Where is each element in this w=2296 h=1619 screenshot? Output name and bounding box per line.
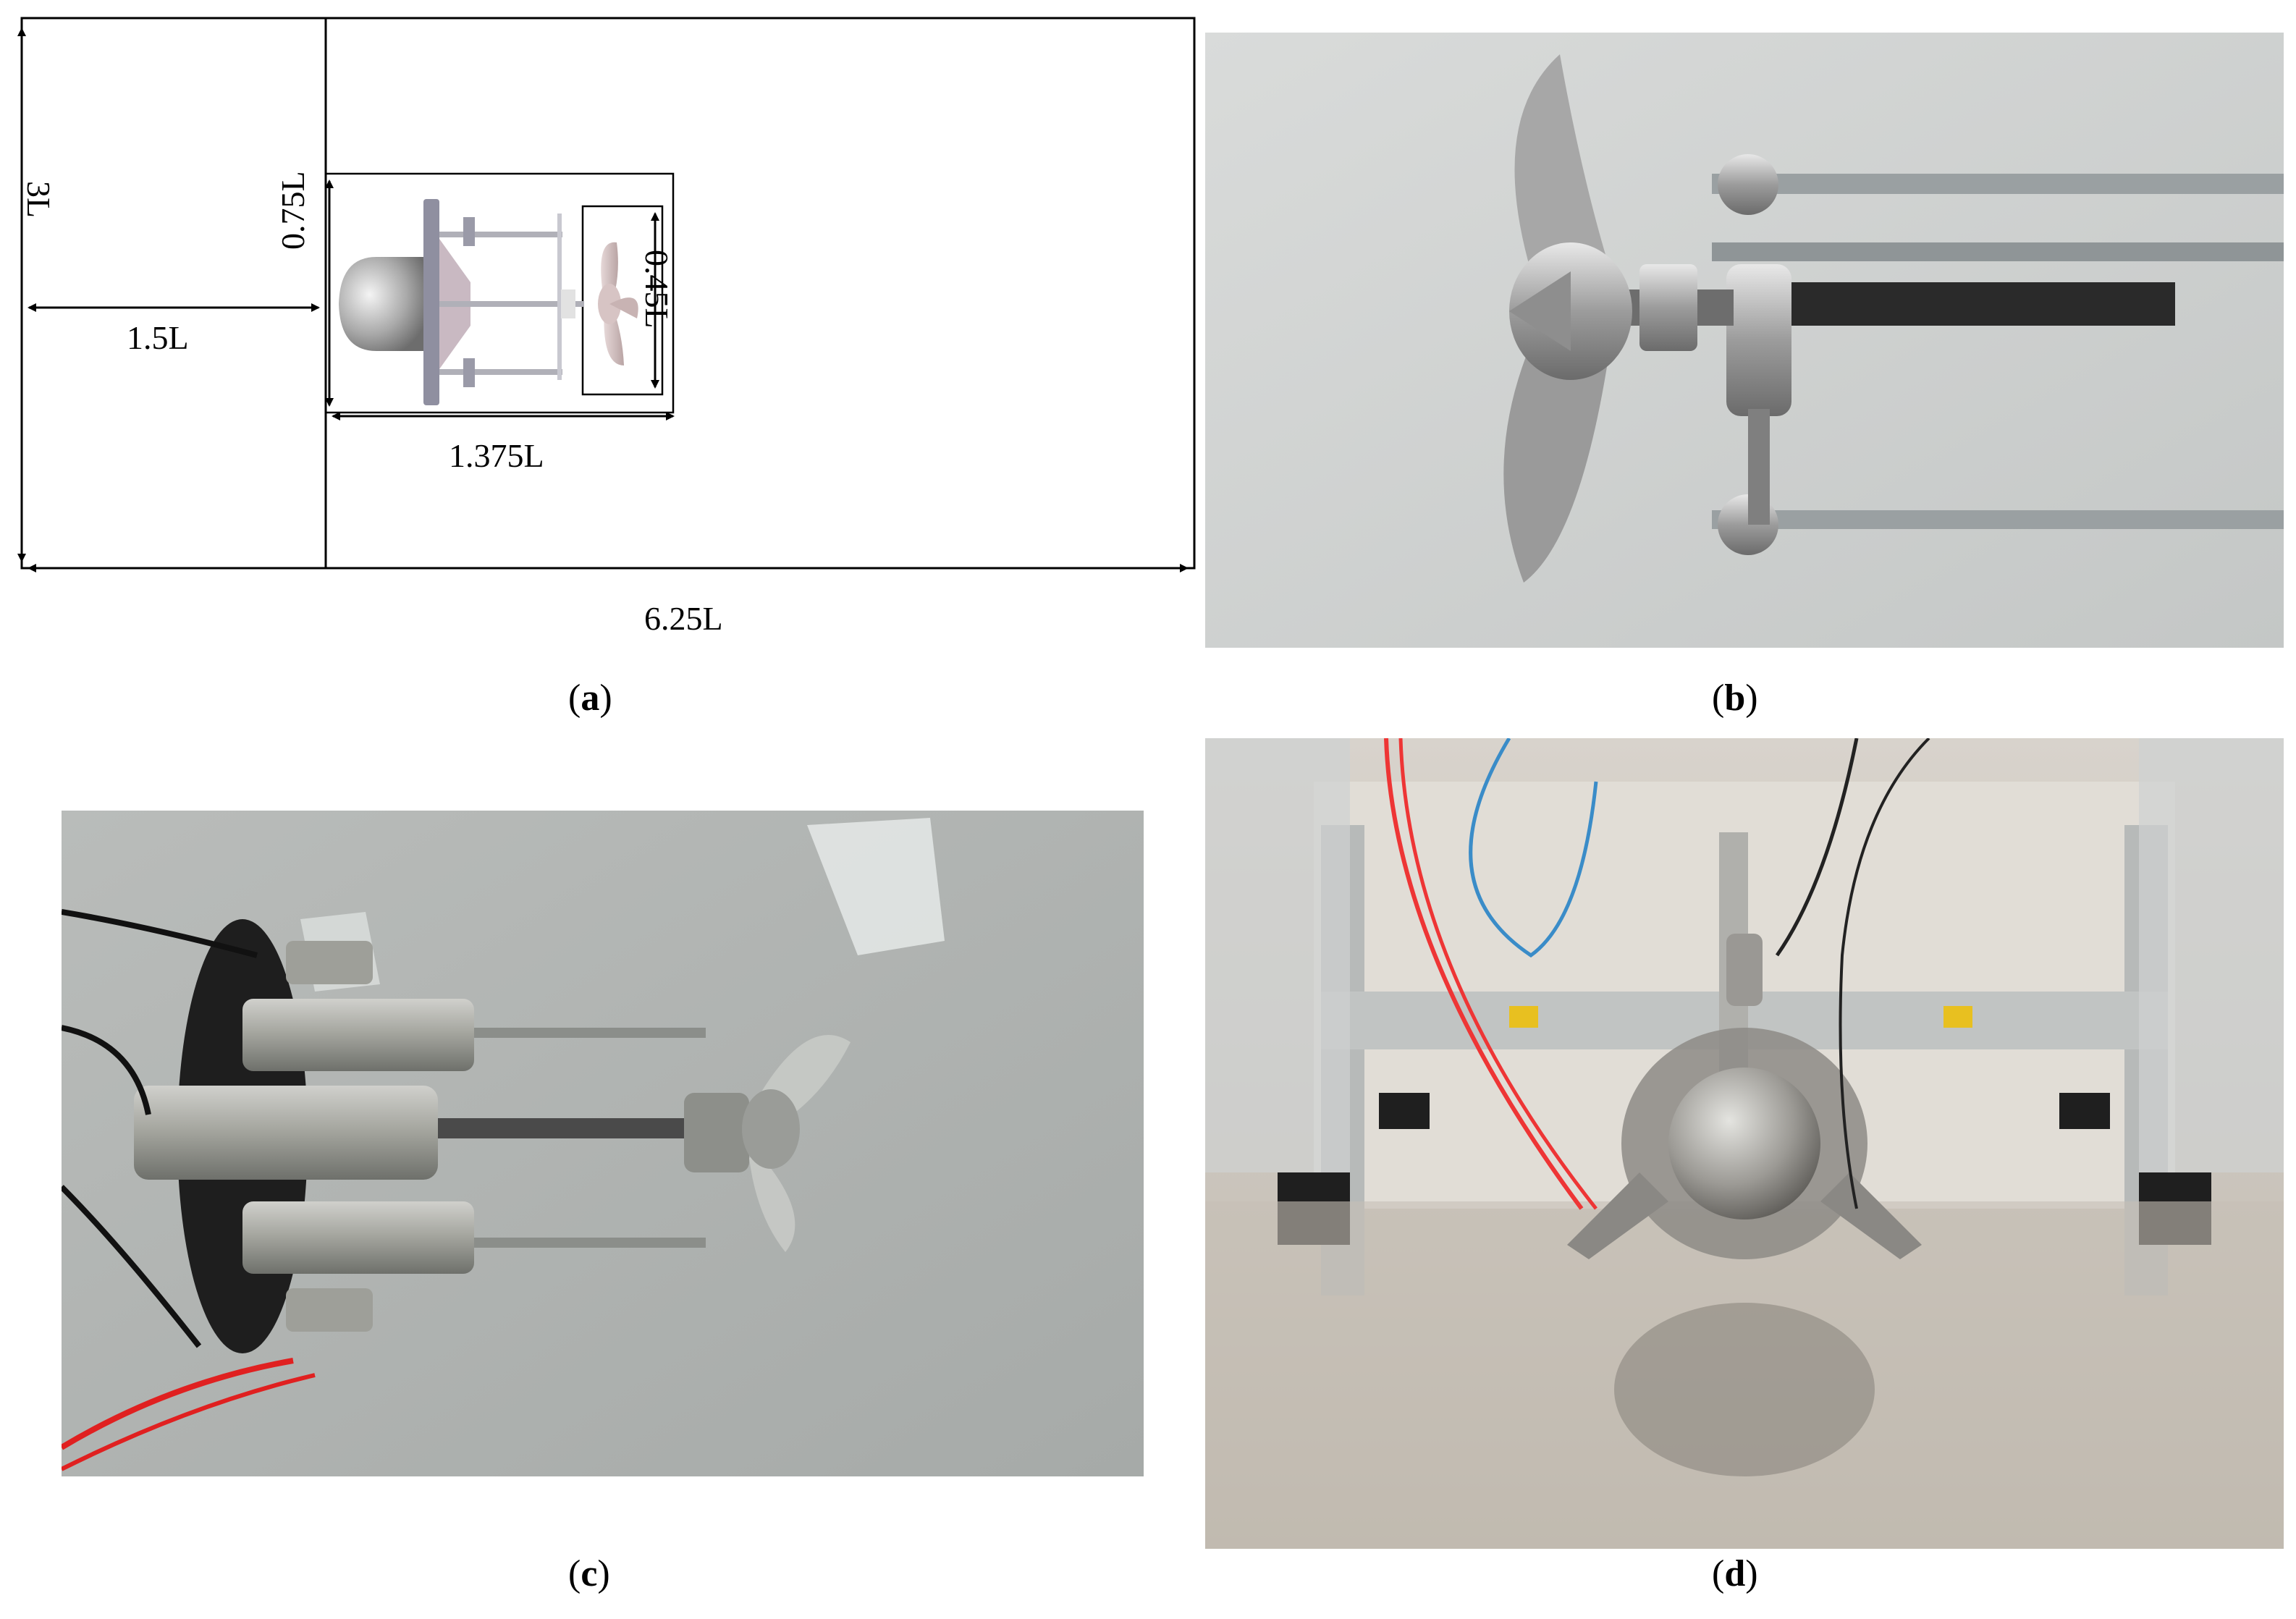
dim-box-length-label: 1.375L	[449, 437, 544, 474]
panel-a-diagram: 3L 1.5L 6.25L 0.75L 1.375L 0.45L	[0, 0, 1202, 719]
domain-schematic: 3L 1.5L 6.25L 0.75L 1.375L 0.45L	[17, 17, 1196, 637]
model-in-tank-image	[1205, 738, 2284, 1549]
propulsor-model-render	[339, 199, 638, 405]
dim-height-label: 3L	[20, 181, 57, 218]
caption-b: (b)	[1712, 677, 1758, 719]
model-top-view-image	[62, 811, 1144, 1476]
dim-upstream-label: 1.5L	[127, 319, 189, 356]
propeller-disk-box	[581, 205, 664, 396]
propeller-closeup-image	[1205, 33, 2284, 648]
caption-c: (c)	[568, 1553, 610, 1594]
dim-box-height-label: 0.75L	[274, 171, 311, 250]
caption-a: (a)	[568, 677, 612, 719]
panel-b-photo	[1205, 33, 2284, 648]
caption-d: (d)	[1712, 1553, 1758, 1594]
dim-length-label: 6.25L	[644, 600, 723, 637]
panel-c-photo	[62, 811, 1144, 1476]
panel-d-photo	[1205, 738, 2284, 1549]
dim-disk-label: 0.45L	[638, 250, 675, 329]
